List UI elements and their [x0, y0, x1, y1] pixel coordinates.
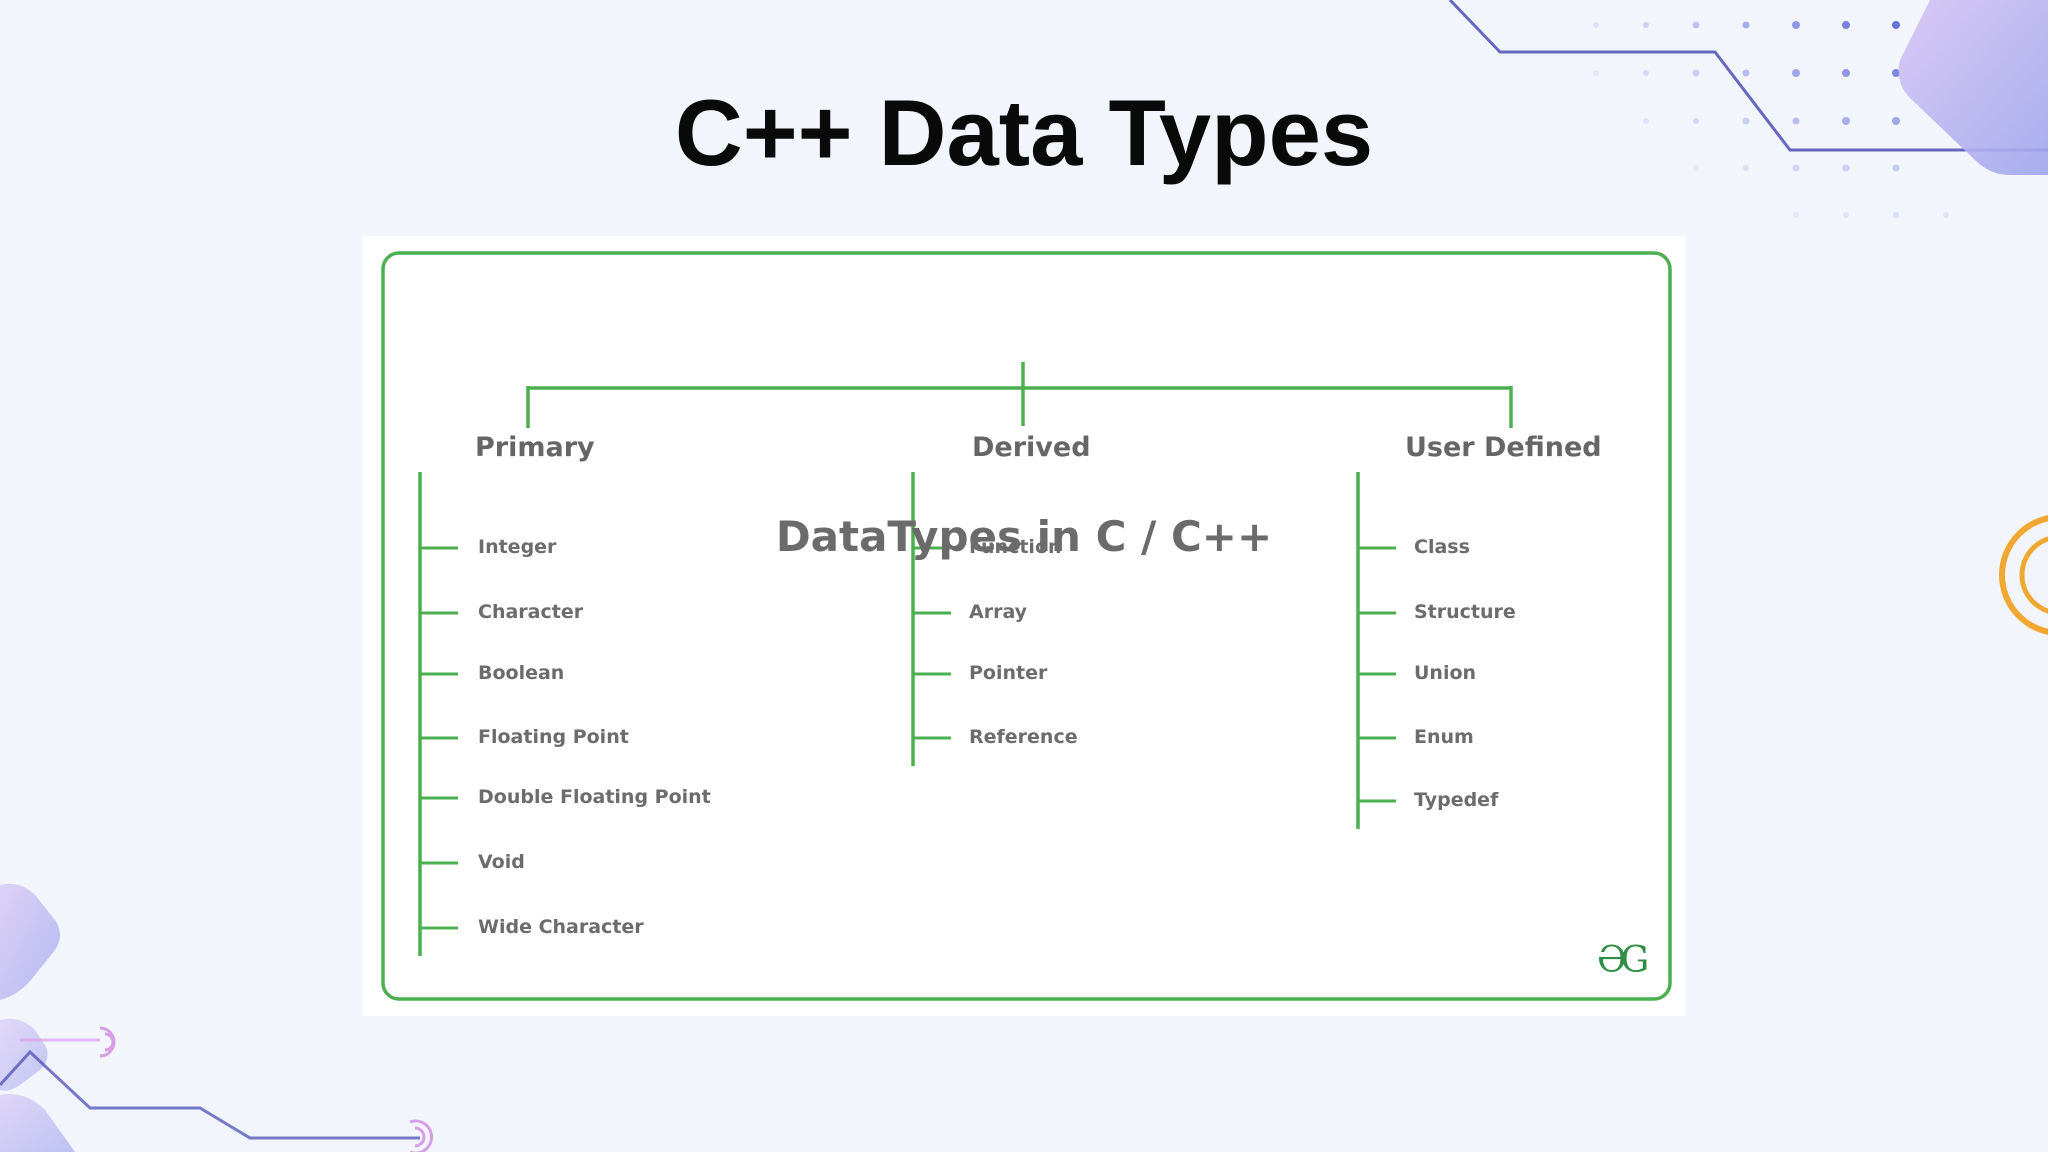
hexagon-shape [0, 883, 60, 1000]
data-type-item: Function [969, 536, 1062, 558]
data-type-item: Typedef [1414, 789, 1499, 811]
data-type-item: Pointer [969, 662, 1048, 684]
dot-grid [1593, 21, 1949, 218]
data-type-item: Enum [1414, 726, 1474, 748]
hexagon-shape [0, 1094, 75, 1152]
data-type-item: Reference [969, 726, 1078, 748]
data-type-item: Double Floating Point [478, 786, 711, 808]
hexagon-shape [0, 1018, 48, 1091]
data-type-item: Void [478, 851, 525, 873]
category-label: Primary [475, 432, 595, 463]
data-type-item: Integer [478, 536, 557, 558]
gfg-logo: ƏG [1597, 940, 1649, 981]
data-type-item: Floating Point [478, 726, 629, 748]
data-type-item: Union [1414, 662, 1477, 684]
spiral-decoration [1999, 515, 2048, 635]
data-type-item: Array [969, 601, 1028, 623]
category-label: Derived [972, 432, 1091, 463]
data-type-item: Boolean [478, 662, 565, 684]
slide-title: C++ Data Types [674, 80, 1374, 185]
data-type-item: Structure [1414, 601, 1516, 623]
tree-connectors [381, 251, 1672, 1001]
circuit-line [0, 1049, 420, 1140]
diagram-title: DataTypes in C / C++ [775, 512, 1273, 561]
circuit-line [1448, 0, 2048, 152]
data-type-item: Wide Character [478, 916, 644, 938]
data-type-item: Character [478, 601, 584, 623]
hexagon-shape [1898, 0, 2048, 175]
diagram-border [381, 251, 1672, 1001]
data-type-item: Class [1414, 536, 1470, 558]
category-label: User Defined [1405, 432, 1602, 463]
spiral-decoration [99, 1026, 433, 1152]
